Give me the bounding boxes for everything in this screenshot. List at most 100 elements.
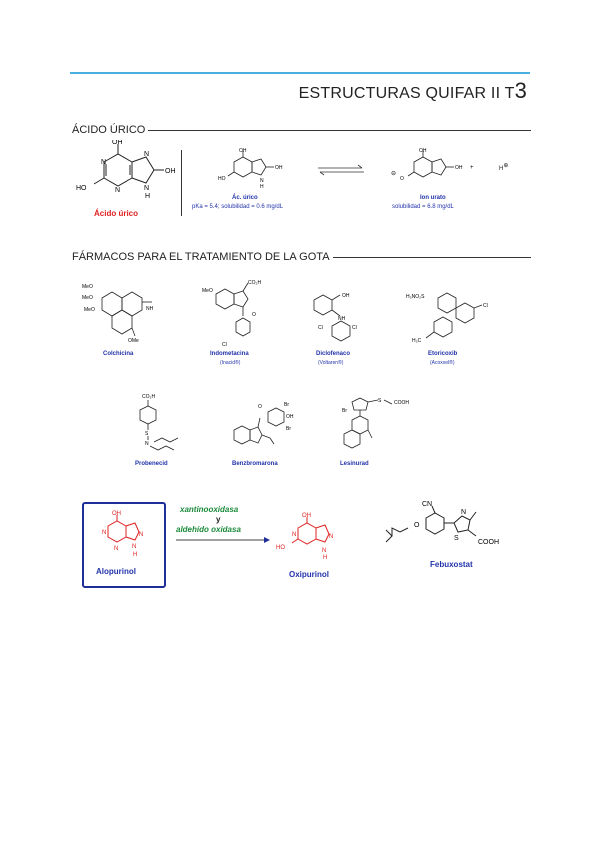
uric-acid-structure: OH HO OH N N N N H xyxy=(76,140,176,200)
atom-ho: HO xyxy=(76,185,87,192)
indometacina-structure: MeO CO₂H O Cl xyxy=(202,280,261,348)
atom-s: S xyxy=(378,398,382,404)
atom-n: N xyxy=(322,548,326,554)
atom-h: H xyxy=(133,552,137,558)
atom-n: N xyxy=(329,534,333,540)
lesinurad-structure: Br S COOH xyxy=(342,397,409,449)
header-accent-rule xyxy=(70,72,530,74)
probenecid-structure: CO₂H S N xyxy=(139,394,179,451)
atom-oh: OH xyxy=(165,168,176,175)
etoricoxib-structure: H₃NO₂S Cl H₃C xyxy=(406,292,488,344)
section-rule xyxy=(148,129,531,131)
atom-s: S xyxy=(145,431,149,437)
atom-o: O xyxy=(258,404,262,410)
drug-name-lesinurad: Lesinurad xyxy=(340,461,369,467)
alopurinol-structure: OH N N N N H xyxy=(102,511,143,558)
drug-name-indometacina: Indometacina xyxy=(210,351,249,357)
atom-co2h: CO₂H xyxy=(142,394,155,400)
drug-name-colchicina: Colchicina xyxy=(103,351,134,357)
atom-oh: OH xyxy=(302,513,311,519)
atom-h3c: H₃C xyxy=(412,338,422,344)
drug-name-probenecid: Probenecid xyxy=(135,461,168,467)
atom-nh: N xyxy=(144,185,149,192)
drug-brand-etoricoxib: (Acoxxel®) xyxy=(430,360,455,366)
atom-ho: HO xyxy=(218,176,226,182)
atom-cooh: COOH xyxy=(478,539,499,546)
atom-cooh: COOH xyxy=(394,400,409,406)
equilibrium-arrow xyxy=(318,164,364,176)
alopurinol-label: Alopurinol xyxy=(96,567,136,576)
atom-n: N xyxy=(102,530,106,536)
atom-br: Br xyxy=(286,426,291,432)
ac-urico-label: Ác. úrico xyxy=(232,195,258,201)
atom-nh: NH xyxy=(338,316,346,322)
diclofenaco-structure: OH NH Cl Cl xyxy=(313,293,357,342)
atom-meo: MeO xyxy=(82,295,93,301)
ac-urico-structure: OH HO OH N H xyxy=(218,148,283,190)
page-title-number: 3 xyxy=(514,78,527,103)
section-rule xyxy=(332,256,531,258)
plus-charge-icon: ⊕ xyxy=(503,163,509,169)
atom-meo: MeO xyxy=(84,307,95,313)
atom-n: N xyxy=(132,544,136,550)
atom-n: N xyxy=(292,532,296,538)
atom-o: O xyxy=(400,176,404,182)
reaction-arrow xyxy=(176,537,270,543)
atom-n: N xyxy=(461,509,466,516)
atom-cl: Cl xyxy=(222,342,227,348)
proton-h: H xyxy=(499,166,504,172)
atom-oh: OH xyxy=(286,414,294,420)
plus-sign: + xyxy=(470,165,474,171)
section-title-uric-acid: ÁCIDO ÚRICO xyxy=(72,124,146,136)
atom-oh: OH xyxy=(342,293,350,299)
atom-br: Br xyxy=(284,402,289,408)
section-title-drugs: FÁRMACOS PARA EL TRATAMIENTO DE LA GOTA xyxy=(72,251,330,263)
ac-urico-props: pKa = 5.4; solubilidad = 0.6 mg/dL xyxy=(192,204,284,210)
enzyme-xantinooxidasa: xantinooxidasa xyxy=(180,505,239,514)
drug-brand-diclofenaco: (Voltaren®) xyxy=(318,360,344,366)
atom-h: H xyxy=(145,193,150,200)
drug-name-etoricoxib: Etoricoxib xyxy=(428,351,458,357)
atom-cl: Cl xyxy=(352,325,357,331)
atom-o: O xyxy=(414,522,420,529)
atom-meo: MeO xyxy=(82,284,93,290)
alopurinol-box xyxy=(82,502,166,588)
atom-h: H xyxy=(260,184,264,190)
atom-n: N xyxy=(145,441,149,447)
atom-n: N xyxy=(115,187,120,194)
atom-ho: HO xyxy=(276,545,285,551)
atom-cl: Cl xyxy=(483,303,488,309)
drug-name-diclofenaco: Diclofenaco xyxy=(316,351,351,357)
atom-cn: CN xyxy=(422,501,432,508)
oxipurinol-label: Oxipurinol xyxy=(289,570,329,579)
minus-charge-icon: ⊖ xyxy=(391,171,396,177)
ion-urato-props: solubilidad = 6.8 mg/dL xyxy=(392,204,454,210)
atom-s: S xyxy=(454,535,459,542)
atom-cl: Cl xyxy=(318,325,323,331)
drug-name-benzbromarona: Benzbromarona xyxy=(232,461,278,467)
benzbromarona-structure: O Br OH Br xyxy=(233,402,294,445)
atom-h2no2s: H₃NO₂S xyxy=(406,294,425,300)
ion-urato-label: Ion urato xyxy=(420,195,446,201)
atom-oh: OH xyxy=(112,140,123,146)
atom-oh: OH xyxy=(419,148,427,154)
ion-urato-structure: OH ⊖ O OH + xyxy=(391,148,474,182)
proton: H⊕ xyxy=(499,162,508,172)
uric-divider xyxy=(181,150,182,216)
atom-h: H xyxy=(323,555,327,561)
atom-oh: OH xyxy=(112,511,121,517)
uric-acid-label: Ácido úrico xyxy=(94,209,139,218)
atom-n: N xyxy=(139,532,143,538)
enzyme-conjunction: y xyxy=(216,515,221,524)
colchicina-structure: MeO MeO MeO NH OMe xyxy=(82,284,154,344)
febuxostat-label: Febuxostat xyxy=(430,560,473,569)
atom-n: N xyxy=(101,159,106,166)
atom-nh: NH xyxy=(146,306,154,312)
atom-co2h: CO₂H xyxy=(248,280,261,286)
drug-brand-indometacina: (Inacid®) xyxy=(220,360,241,366)
atom-n: N xyxy=(114,546,118,552)
enzyme-aldehido-oxidasa: aldehído oxidasa xyxy=(176,525,241,534)
oxipurinol-structure: OH HO N N N H xyxy=(276,513,333,561)
page-title-text: ESTRUCTURAS QUIFAR II T xyxy=(298,85,515,102)
atom-o: O xyxy=(252,312,256,318)
